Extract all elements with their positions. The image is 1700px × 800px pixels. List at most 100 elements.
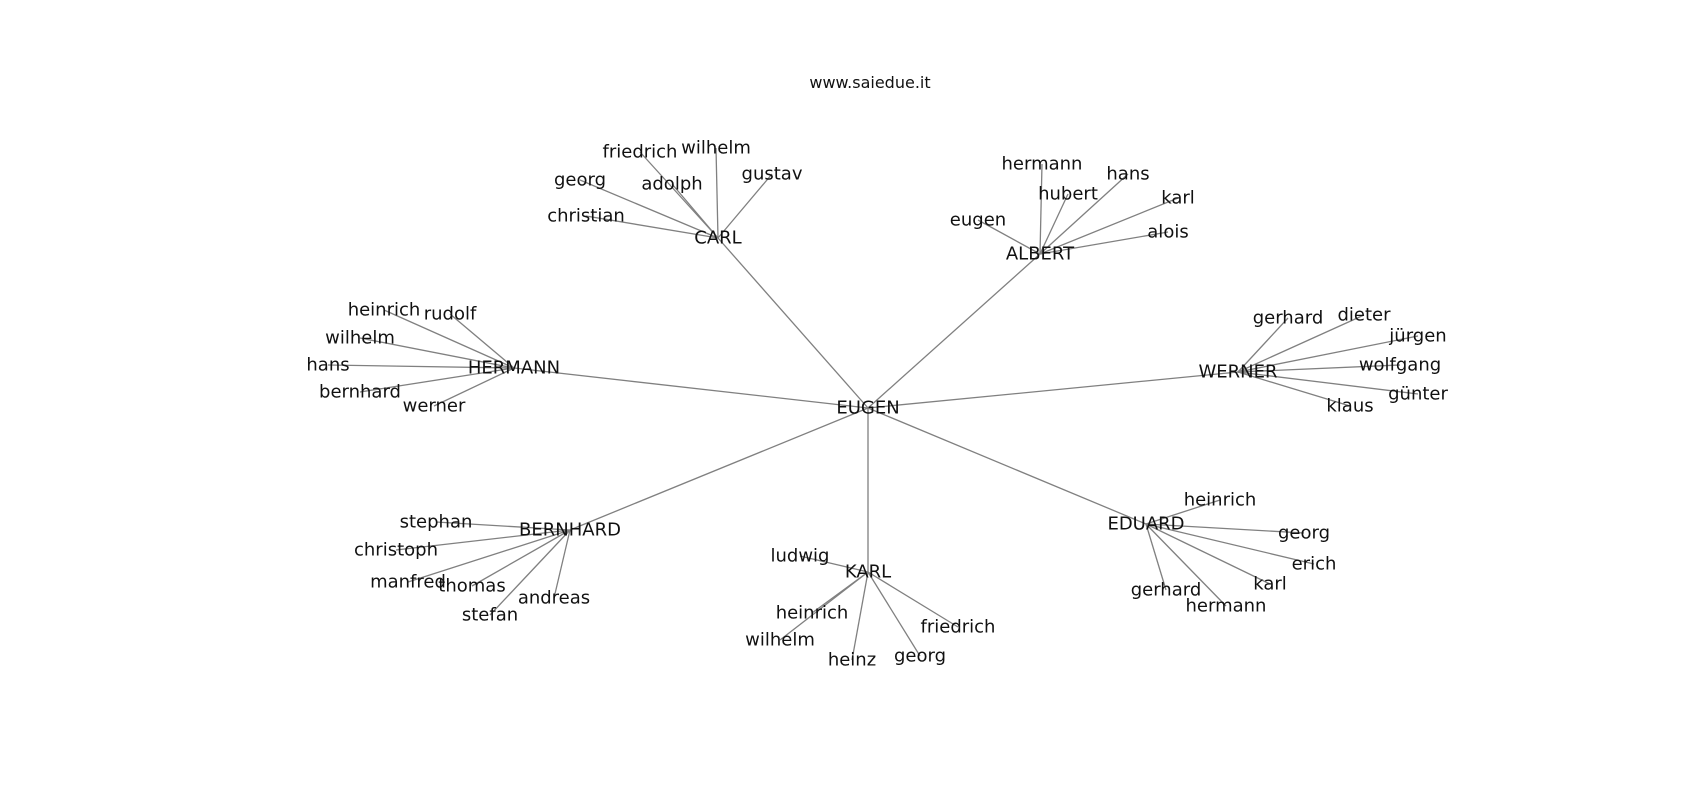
edge-bernhard-to-child [489,529,571,616]
leaf-node-label: erich [1292,554,1337,575]
leaf-node-label: hermann [1002,154,1083,175]
edge-karl-to-child [799,555,869,573]
edge-bernhard-to-child [407,529,571,583]
leaf-node-label: hubert [1038,184,1098,205]
branch-node-label: EDUARD [1107,514,1184,535]
edge-albert-to-child [1039,163,1043,255]
branch-node-label: WERNER [1198,362,1277,383]
leaf-node-label: bernhard [319,382,401,403]
edge-werner-to-child [1237,335,1419,373]
leaf-node-label: wilhelm [325,328,395,349]
branch-node-label: ALBERT [1006,244,1075,265]
edge-eduard-to-child [1145,523,1271,585]
leaf-node-label: adolph [641,174,702,195]
edge-albert-to-child [1039,197,1179,255]
leaf-node-label: hans [306,355,349,376]
edge-werner-to-child [1237,371,1419,395]
edge-carl-to-child [585,215,719,239]
leaf-node-label: heinrich [776,603,849,624]
leaf-node-label: karl [1161,188,1195,209]
edge-root-to-carl [717,237,869,409]
root-node-label: EUGEN [836,398,899,419]
leaf-node-label: wilhelm [681,138,751,159]
leaf-node-label: günter [1388,384,1448,405]
leaf-node-label: dieter [1337,305,1391,326]
leaf-node-label: heinrich [1184,490,1257,511]
edge-root-to-albert [867,253,1041,409]
leaf-node-label: stefan [462,605,518,626]
edge-bernhard-to-child [553,529,571,599]
branch-node-label: KARL [845,562,891,583]
leaf-node-label: thomas [438,576,505,597]
edge-eduard-to-child [1145,523,1227,607]
leaf-node-label: hans [1106,164,1149,185]
leaf-node-label: heinz [828,650,876,671]
edge-root-to-werner [867,371,1239,409]
edge-bernhard-to-child [395,529,571,551]
leaf-node-label: georg [894,646,946,667]
edge-carl-to-child [671,183,719,239]
edge-werner-to-child [1237,371,1351,407]
leaf-node-label: rudolf [424,304,477,325]
edge-carl-to-child [715,147,719,239]
leaf-node-label: friedrich [603,142,678,163]
edge-eduard-to-child [1145,523,1167,591]
leaf-node-label: eugen [950,210,1006,231]
leaf-node-label: werner [403,396,466,417]
edge-hermann-to-child [383,309,515,369]
leaf-node-label: christian [547,206,625,227]
leaf-node-label: klaus [1326,396,1373,417]
leaf-node-label: stephan [400,512,473,533]
edge-werner-to-child [1237,317,1289,373]
edge-albert-to-child [1039,193,1069,255]
leaf-node-label: georg [1278,523,1330,544]
edge-carl-to-child [717,173,773,239]
leaf-node-label: gerhard [1131,580,1202,601]
edges-layer [327,147,1419,661]
edge-werner-to-child [1237,364,1401,373]
leaf-node-label: gustav [742,164,803,185]
edge-bernhard-to-child [435,521,571,531]
edge-bernhard-to-child [471,529,571,587]
branch-node-label: CARL [694,228,741,249]
edge-albert-to-child [1039,173,1129,255]
leaf-node-label: andreas [518,588,590,609]
edge-hermann-to-child [449,313,515,369]
edge-eduard-to-child [1145,523,1305,534]
leaf-node-label: alois [1147,222,1188,243]
edge-eduard-to-child [1145,499,1221,525]
edge-hermann-to-child [359,337,515,369]
edge-root-to-bernhard [569,407,869,531]
leaf-node-label: manfred [370,572,446,593]
site-title: www.saiedue.it [809,73,930,92]
edge-carl-to-child [579,179,719,239]
edge-hermann-to-child [359,367,515,393]
edge-karl-to-child [867,571,921,657]
branch-node-label: HERMANN [468,358,560,379]
leaf-node-label: wolfgang [1359,355,1441,376]
leaf-node-label: heinrich [348,300,421,321]
leaf-node-label: ludwig [771,546,830,567]
leaf-node-label: karl [1253,574,1287,595]
edge-root-to-hermann [513,367,869,409]
leaf-node-label: christoph [354,540,438,561]
leaf-node-label: hermann [1186,596,1267,617]
leaf-node-label: jürgen [1388,326,1446,347]
edge-karl-to-child [867,571,959,628]
edge-albert-to-child [977,219,1041,255]
leaf-node-label: georg [554,170,606,191]
branch-node-label: BERNHARD [519,520,621,541]
leaf-node-label: wilhelm [745,630,815,651]
edge-werner-to-child [1237,314,1365,373]
leaf-node-label: gerhard [1253,308,1324,329]
edge-root-to-eduard [867,407,1147,525]
edge-hermann-to-child [433,367,515,407]
edge-eduard-to-child [1145,523,1315,565]
edge-albert-to-child [1039,231,1169,255]
edge-karl-to-child [851,571,869,661]
leaf-node-label: friedrich [921,617,996,638]
edge-karl-to-child [779,571,869,641]
edge-hermann-to-child [327,364,515,369]
